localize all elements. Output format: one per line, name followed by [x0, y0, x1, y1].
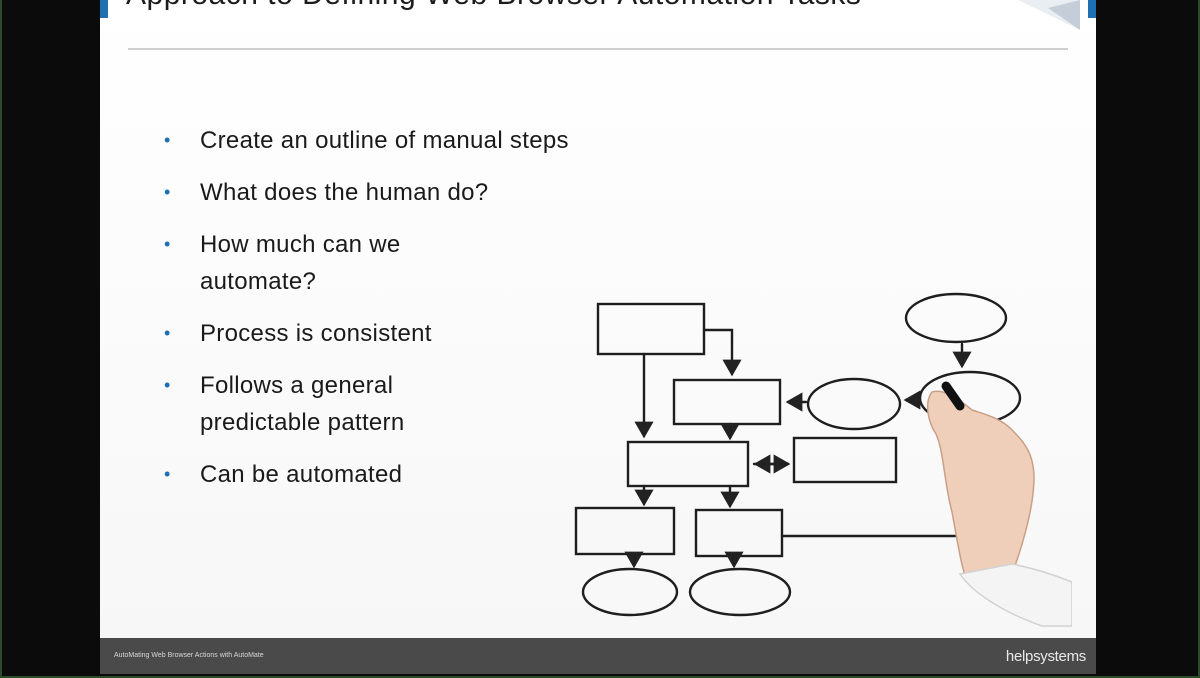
bullet-marker: •: [164, 375, 171, 395]
bullet-item: • Process is consistent: [160, 315, 680, 352]
bullet-text: Create an outline of manual steps: [200, 127, 569, 154]
bullet-item: • How much can we automate?: [160, 226, 680, 300]
slide-title: Approach to Defining Web Browser Automat…: [126, 0, 861, 12]
bullet-list: • Create an outline of manual steps • Wh…: [160, 122, 680, 508]
title-accent-bar: [100, 0, 108, 18]
bullet-marker: •: [164, 130, 171, 150]
bullet-marker: •: [164, 234, 171, 254]
bullet-marker: •: [164, 464, 171, 484]
hand-with-marker-drawing: [926, 381, 1072, 627]
bullet-marker: •: [164, 323, 171, 343]
bullet-item: • Can be automated: [160, 456, 680, 493]
presentation-slide: Approach to Defining Web Browser Automat…: [100, 0, 1096, 638]
bullet-text: Process is consistent: [200, 320, 432, 347]
hand-drawn-flowchart-illustration: [574, 292, 1072, 627]
footer-caption: AutoMating Web Browser Actions with Auto…: [114, 652, 264, 659]
title-accent-bar-right: [1088, 0, 1096, 18]
bullet-item: • What does the human do?: [160, 174, 680, 211]
helpsystems-logo: helpsystems: [1005, 648, 1086, 665]
title-divider: [128, 48, 1068, 50]
bullet-text: How much can we automate?: [200, 231, 401, 295]
bullet-text: Follows a general predictable pattern: [200, 372, 405, 436]
slide-footer: AutoMating Web Browser Actions with Auto…: [100, 638, 1096, 674]
bullet-text: Can be automated: [200, 461, 403, 488]
bullet-text: What does the human do?: [200, 179, 489, 206]
bullet-item: • Follows a general predictable pattern: [160, 367, 680, 441]
bullet-item: • Create an outline of manual steps: [160, 122, 680, 159]
bullet-marker: •: [164, 182, 171, 202]
page-curl-graphic: [1018, 0, 1080, 30]
